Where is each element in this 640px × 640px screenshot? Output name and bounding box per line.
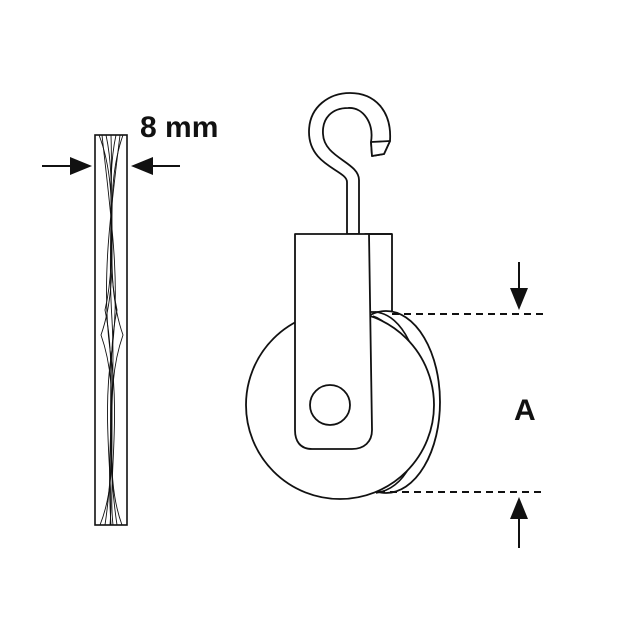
hook bbox=[308, 92, 391, 235]
right-arrowhead-icon bbox=[131, 157, 153, 175]
hook-tip bbox=[370, 140, 391, 157]
axle-bolt bbox=[309, 384, 351, 426]
rope bbox=[94, 134, 128, 526]
left-arrowhead-icon bbox=[70, 157, 92, 175]
dimension-a-label: A bbox=[514, 394, 536, 427]
down-arrowhead-icon bbox=[510, 288, 528, 310]
dimension-a: A bbox=[378, 262, 544, 548]
hook-body bbox=[308, 92, 391, 235]
rope-diameter-label: 8 mm bbox=[140, 111, 218, 144]
pulley bbox=[245, 92, 441, 500]
rope-width-arrows bbox=[42, 157, 180, 175]
up-arrowhead-icon bbox=[510, 497, 528, 519]
rope-strands bbox=[98, 134, 124, 526]
